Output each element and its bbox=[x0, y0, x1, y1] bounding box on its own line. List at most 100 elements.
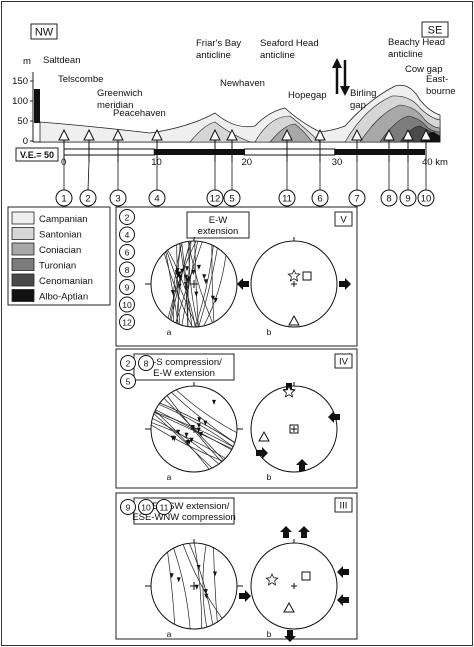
slip-arrow-icon bbox=[202, 274, 207, 280]
sigma2-square-icon bbox=[302, 271, 312, 281]
fault-plane-arc bbox=[167, 552, 176, 625]
coniacian-layer-mid bbox=[269, 123, 313, 143]
compression-arrow-icon bbox=[296, 459, 308, 471]
legend-label: Campanian bbox=[39, 214, 88, 225]
sub-label-b: b bbox=[267, 629, 272, 639]
fault-plane-arc bbox=[153, 413, 213, 469]
panel-title-line: extension bbox=[198, 226, 239, 237]
slip-arrow-icon bbox=[170, 435, 175, 441]
panel-site-circle bbox=[120, 499, 136, 515]
place-label: Telscombe bbox=[58, 74, 103, 85]
sigma3-triangle-icon bbox=[258, 430, 270, 442]
panel-site-number: 6 bbox=[125, 247, 130, 257]
panel-site-number: 4 bbox=[125, 230, 130, 240]
fault-plane-arc bbox=[194, 542, 203, 629]
site-arrow-icon bbox=[314, 128, 326, 141]
legend-swatch bbox=[11, 227, 35, 240]
site-arrow-icon bbox=[351, 128, 363, 141]
slip-arrow-icon bbox=[196, 264, 201, 270]
site-number: 12 bbox=[210, 194, 221, 205]
site-arrow-icon bbox=[420, 128, 432, 141]
panel-site-circle bbox=[119, 261, 135, 278]
panel-title-line: E-W extension bbox=[153, 368, 215, 379]
fault-plane-arc bbox=[213, 547, 218, 623]
slip-arrow-icon bbox=[177, 271, 182, 277]
site-arrow-icon bbox=[151, 128, 163, 141]
place-label: Greenwich bbox=[97, 88, 142, 99]
legend-swatch bbox=[11, 242, 35, 256]
site-arrow-icon bbox=[83, 128, 95, 141]
slip-arrow-icon bbox=[169, 573, 174, 579]
sub-label-a: a bbox=[167, 472, 172, 482]
compression-arrow-icon bbox=[337, 566, 349, 578]
se-box bbox=[421, 21, 449, 38]
place-label: gap bbox=[350, 100, 366, 111]
site-leader bbox=[87, 161, 90, 191]
slip-arrow-icon bbox=[197, 417, 202, 423]
legend-label: Albo-Aptian bbox=[39, 292, 88, 303]
panel-title-line: N-S compression/ bbox=[146, 357, 222, 368]
panel-site-number: 8 bbox=[144, 358, 149, 368]
fault-plane-arc bbox=[181, 242, 193, 328]
fault-plane-arc bbox=[166, 250, 197, 328]
panel-site-number: 2 bbox=[126, 358, 131, 368]
y-unit: m bbox=[23, 56, 31, 67]
ve-label: V.E.= 50 bbox=[20, 150, 54, 160]
slip-arrow-icon bbox=[184, 274, 188, 280]
fault-plane-arc bbox=[182, 544, 223, 619]
fault-plane-arc bbox=[175, 389, 237, 434]
place-label: Saltdean bbox=[43, 55, 81, 66]
fault-plane-arc bbox=[154, 410, 210, 470]
panel-roman-numeral: V bbox=[340, 215, 347, 226]
panel-site-number: 9 bbox=[125, 282, 130, 292]
site-number: 2 bbox=[85, 194, 90, 205]
site-circle bbox=[311, 189, 329, 207]
fault-plane-arc bbox=[163, 252, 193, 328]
sigma2-square-icon bbox=[301, 571, 311, 581]
panel-title-line: ESE-WNW compression bbox=[132, 512, 235, 523]
slip-arrow-icon bbox=[177, 274, 182, 280]
compression-arrow-icon bbox=[256, 447, 268, 459]
scale-segment bbox=[244, 148, 336, 156]
place-label: anticline bbox=[260, 50, 295, 61]
panel-site-circle bbox=[119, 314, 135, 330]
fault-plane-arc bbox=[173, 547, 191, 629]
sigma3-triangle-icon bbox=[283, 601, 295, 613]
fault-plane-arc bbox=[188, 543, 214, 625]
slip-arrow-icon bbox=[203, 589, 208, 595]
fault-plane-arc bbox=[155, 409, 232, 451]
panel-title-line: NNE-SSW extension/ bbox=[139, 501, 230, 512]
fault-plane-arc bbox=[172, 242, 183, 322]
site-number: 7 bbox=[354, 194, 359, 205]
place-label: anticline bbox=[388, 49, 423, 60]
site-number: 10 bbox=[421, 194, 432, 205]
place-label: anticline bbox=[196, 50, 231, 61]
panel-site-circle bbox=[119, 226, 135, 243]
extension-arrow-icon bbox=[237, 278, 249, 290]
site-circle bbox=[79, 189, 97, 207]
y-tick-label-100: 100 bbox=[12, 96, 28, 107]
y-tick-label-150: 150 bbox=[12, 76, 28, 87]
fault-plane-arc bbox=[163, 397, 224, 461]
slip-arrow-icon bbox=[213, 571, 217, 577]
site-circle bbox=[417, 189, 435, 207]
slip-arrow-icon bbox=[213, 297, 218, 303]
roman-box bbox=[334, 211, 353, 227]
place-label: Newhaven bbox=[220, 78, 265, 89]
site-circle bbox=[348, 189, 366, 207]
stress-axis-icon bbox=[287, 268, 301, 282]
legend-swatch bbox=[11, 211, 35, 225]
place-label: Birling bbox=[350, 88, 376, 99]
slip-arrow-icon bbox=[185, 266, 189, 272]
panel-site-number: 10 bbox=[141, 502, 151, 512]
fault-plane-arc bbox=[202, 544, 208, 628]
place-label: Hopegap bbox=[288, 90, 327, 101]
site-circle bbox=[148, 189, 166, 207]
fault-arrows-icon bbox=[332, 58, 350, 96]
place-label: meridian bbox=[97, 100, 133, 111]
panel-site-circle bbox=[119, 209, 135, 225]
